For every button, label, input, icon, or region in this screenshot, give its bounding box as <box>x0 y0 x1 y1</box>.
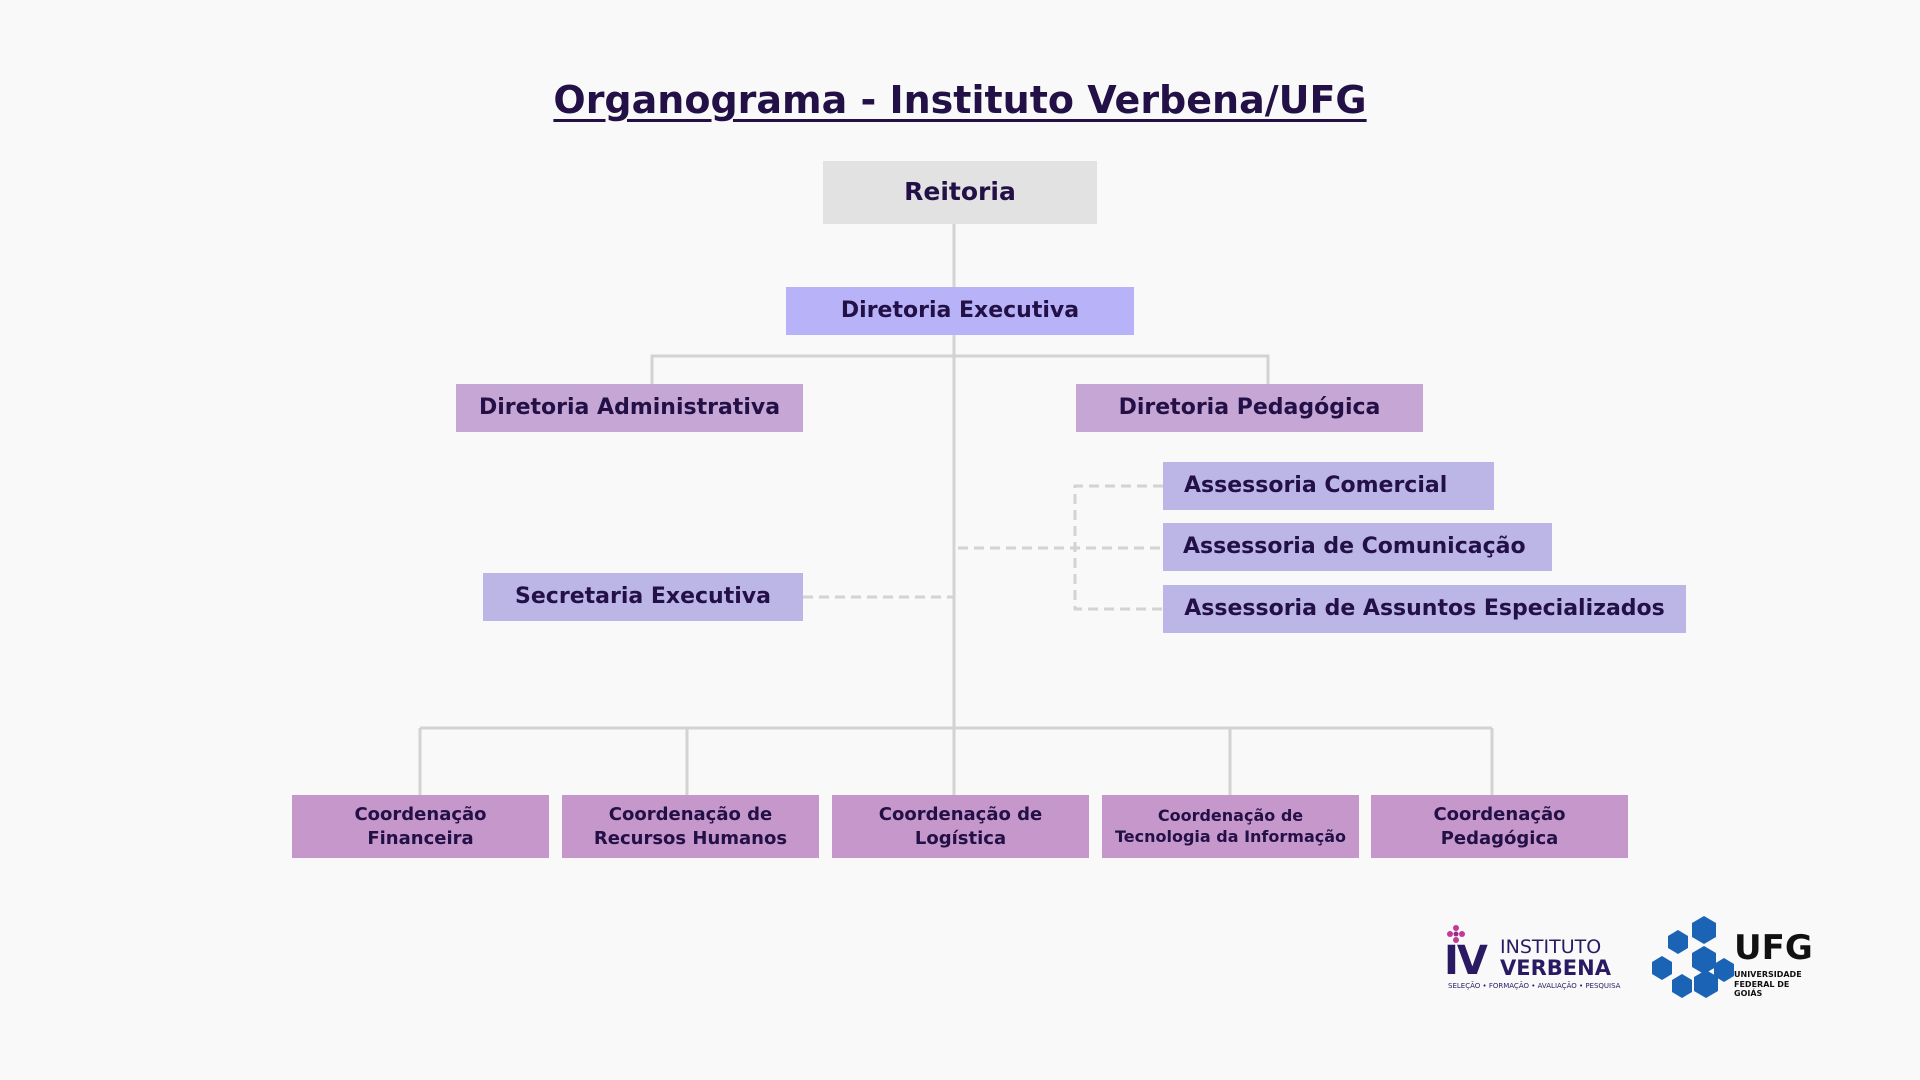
node-diretoria-executiva: Diretoria Executiva <box>786 287 1134 335</box>
node-label-line2: Financeira <box>367 827 474 849</box>
instituto-verbena-logo: IV INSTITUTO VERBENA SELEÇÃO • FORMAÇÃO … <box>1444 922 1624 992</box>
node-label-line2: Logística <box>914 827 1007 849</box>
ufg-logo: UFG UNIVERSIDADE FEDERAL DE GOIÁS <box>1648 914 1814 1000</box>
node-label-line2: Pedagógica <box>1440 827 1559 849</box>
node-label-line2: Tecnologia da Informação <box>1114 826 1347 846</box>
node-label: Diretoria Executiva <box>840 297 1080 323</box>
node-assessoria-comunicacao: Assessoria de Comunicação <box>1163 523 1552 571</box>
node-coordenacao-recursos-humanos: Coordenação de Recursos Humanos <box>562 795 819 858</box>
node-label: Diretoria Administrativa <box>478 394 781 420</box>
node-label: Diretoria Pedagógica <box>1118 394 1381 420</box>
node-coordenacao-pedagogica: Coordenação Pedagógica <box>1371 795 1628 858</box>
node-assessoria-assuntos-especializados: Assessoria de Assuntos Especializados <box>1163 585 1686 633</box>
node-label-line1: Coordenação de <box>878 804 1043 826</box>
node-label-line1: Coordenação <box>354 804 487 826</box>
node-coordenacao-logistica: Coordenação de Logística <box>832 795 1089 858</box>
verbena-tagline: SELEÇÃO • FORMAÇÃO • AVALIAÇÃO • PESQUIS… <box>1448 982 1621 990</box>
node-coordenacao-tecnologia: Coordenação de Tecnologia da Informação <box>1102 795 1359 858</box>
node-label-line2: Recursos Humanos <box>593 827 788 849</box>
node-diretoria-administrativa: Diretoria Administrativa <box>456 384 803 432</box>
hexagon-cluster-icon <box>1652 916 1734 998</box>
chart-title: Organograma - Instituto Verbena/UFG <box>553 78 1367 122</box>
verbena-line2: VERBENA <box>1500 956 1611 980</box>
node-assessoria-comercial: Assessoria Comercial <box>1163 462 1494 510</box>
node-label: Secretaria Executiva <box>515 583 771 609</box>
verbena-mark: IV <box>1444 938 1488 984</box>
node-label: Assessoria Comercial <box>1184 472 1448 498</box>
verbena-line1: INSTITUTO <box>1500 936 1602 958</box>
node-label: Assessoria de Assuntos Especializados <box>1184 595 1665 621</box>
node-label-line1: Coordenação de <box>1157 805 1304 825</box>
node-label-line1: Coordenação <box>1433 804 1566 826</box>
directorates-branch <box>650 354 1270 384</box>
node-coordenacao-financeira: Coordenação Financeira <box>292 795 549 858</box>
node-reitoria: Reitoria <box>823 161 1097 224</box>
ufg-mark: UFG <box>1734 928 1813 968</box>
node-label-line1: Coordenação de <box>608 804 773 826</box>
node-secretaria-executiva: Secretaria Executiva <box>483 573 803 621</box>
assessorias-bracket <box>1073 484 1163 611</box>
flower-icon <box>1447 925 1465 943</box>
ufg-line2: FEDERAL DE GOIÁS <box>1734 980 1790 998</box>
node-label: Assessoria de Comunicação <box>1183 533 1526 559</box>
ufg-line1: UNIVERSIDADE <box>1734 970 1802 979</box>
node-diretoria-pedagogica: Diretoria Pedagógica <box>1076 384 1423 432</box>
node-label: Reitoria <box>904 177 1016 207</box>
